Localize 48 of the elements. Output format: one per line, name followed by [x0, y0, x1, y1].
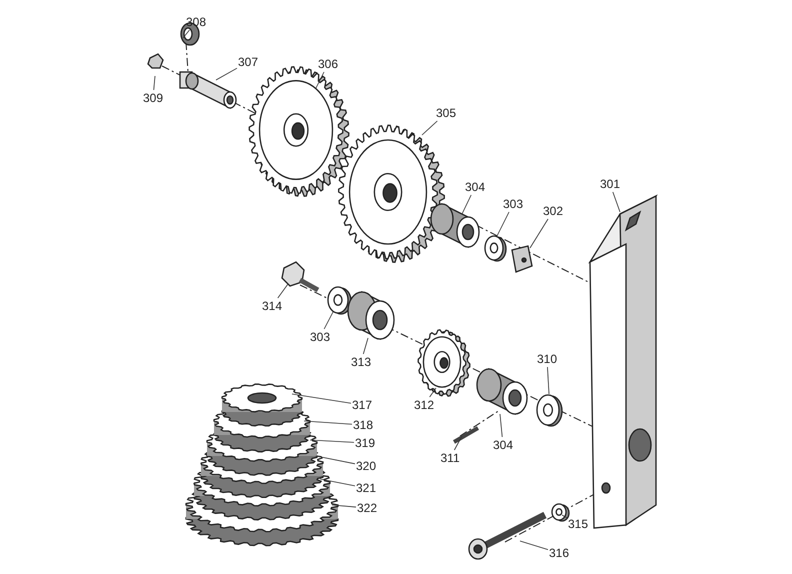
callout-number: 321: [356, 481, 376, 495]
callout-number: 303: [503, 197, 524, 211]
leader-line: [316, 72, 324, 88]
callout-number: 314: [262, 299, 282, 313]
callout-number: 304: [493, 438, 514, 452]
callout-number: 305: [436, 106, 456, 120]
leader-line: [496, 212, 510, 236]
callout-number: 311: [440, 451, 460, 465]
leader-line: [324, 312, 334, 330]
leader-line: [182, 30, 190, 38]
callout-number: 319: [355, 436, 376, 450]
callout-number: 316: [549, 546, 570, 560]
leader-line: [316, 456, 356, 464]
callout-number: 309: [143, 91, 164, 105]
leader-line: [462, 194, 472, 214]
callout-number: 308: [186, 15, 206, 29]
leader-line: [304, 420, 352, 425]
leader-line: [362, 338, 368, 354]
leader-line: [612, 192, 620, 212]
leader-line: [292, 394, 352, 404]
callout-number: 317: [352, 398, 372, 412]
leader-line: [520, 540, 548, 550]
leader-line: [320, 478, 356, 486]
callout-number: 312: [414, 398, 434, 412]
callout-number: 307: [238, 55, 258, 69]
leader-line: [530, 218, 548, 248]
leader-line: [153, 76, 156, 90]
leader-line: [216, 68, 238, 80]
leader-line: [500, 414, 503, 438]
leader-line: [310, 440, 354, 443]
leader-line: [454, 436, 462, 450]
leader-line: [422, 120, 438, 136]
callout-number: 306: [318, 57, 338, 71]
callout-number: 304: [465, 180, 486, 194]
leader-line: [429, 388, 436, 398]
leader-line: [277, 284, 288, 298]
callout-number: 320: [356, 459, 376, 473]
callout-number: 302: [543, 204, 564, 218]
callout-number: 303: [310, 330, 330, 344]
callout-number: 322: [357, 501, 378, 515]
callout-number: 310: [537, 352, 558, 366]
callout-number: 313: [351, 355, 372, 369]
callout-number: 318: [353, 418, 374, 432]
leader-line: [332, 504, 356, 508]
leader-line: [547, 366, 550, 394]
leader-line: [562, 514, 568, 518]
callout-number: 315: [568, 517, 588, 531]
callout-number: 301: [600, 177, 620, 191]
